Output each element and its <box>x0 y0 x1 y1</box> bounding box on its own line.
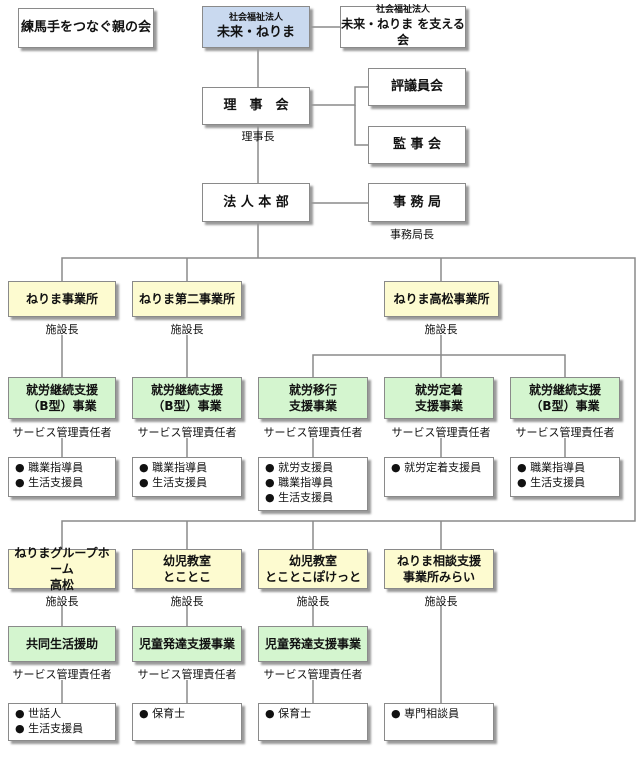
facility-role: 施設長 <box>170 595 204 608</box>
parent-group-box: 練馬手をつなぐ親の会 <box>18 8 154 48</box>
facility-line1: ねりま相談支援 <box>396 553 481 568</box>
staff-item: ● 保育士 <box>139 707 186 720</box>
service-box: 共同生活援助 <box>8 626 116 662</box>
facility-line2: 高松 <box>49 578 74 593</box>
staff-item: ● 生活支援員 <box>15 476 84 489</box>
service-line2: （B型）事業 <box>27 399 97 413</box>
secretariat-name: 事 務 局 <box>392 194 442 210</box>
facility-role: 施設長 <box>424 323 458 336</box>
service-line2: （B型）事業 <box>530 399 600 413</box>
service-box: 就労継続支援 （B型）事業 <box>8 377 116 419</box>
facility-nerima-second-box: ねりま第二事業所 <box>132 281 242 317</box>
staff-item: ● 保育士 <box>265 707 312 720</box>
facility-line1: 幼児教室 <box>162 553 211 568</box>
staff-item: ● 生活支援員 <box>265 491 334 504</box>
service-manager: サービス管理責任者 <box>263 668 363 681</box>
facility-role: 施設長 <box>170 323 204 336</box>
service-line1: 就労移行 <box>288 382 337 397</box>
service-manager: サービス管理責任者 <box>12 668 112 681</box>
staff-item: ● 職業指導員 <box>517 461 586 474</box>
facility-role: 施設長 <box>45 323 79 336</box>
service-manager: サービス管理責任者 <box>515 426 615 439</box>
support-group-box: 社会福祉法人 未来・ねりま を支える会 <box>340 5 466 48</box>
staff-item: ● 生活支援員 <box>139 476 208 489</box>
staff-item: ● 職業指導員 <box>15 461 84 474</box>
facility-name: ねりま高松事業所 <box>393 291 490 306</box>
staff-list: ● 専門相談員 <box>384 703 494 741</box>
support-group-kind: 社会福祉法人 <box>375 5 430 16</box>
staff-item: ● 職業指導員 <box>265 476 334 489</box>
staff-list: ● 保育士 <box>132 703 242 741</box>
staff-item: ● 就労支援員 <box>265 461 334 474</box>
staff-list: ● 保育士 <box>258 703 368 741</box>
service-manager: サービス管理責任者 <box>137 426 237 439</box>
board-name: 理 事 会 <box>223 98 289 114</box>
hq-name: 法 人 本 部 <box>223 194 289 210</box>
facility-line1: ねりまグループホーム <box>14 545 110 576</box>
secretariat-role: 事務局長 <box>390 228 434 241</box>
facility-consultation-box: ねりま相談支援 事業所みらい <box>384 549 494 589</box>
parent-group-name: 練馬手をつなぐ親の会 <box>20 20 151 36</box>
staff-list: ● 職業指導員 ● 生活支援員 <box>8 457 116 497</box>
service-box: 就労定着 支援事業 <box>384 377 494 419</box>
corporation-name: 未来・ねりま <box>216 24 295 40</box>
staff-item: ● 就労定着支援員 <box>391 461 482 474</box>
staff-list: ● 就労定着支援員 <box>384 457 494 497</box>
staff-list: ● 職業指導員 ● 生活支援員 <box>132 457 242 497</box>
service-manager: サービス管理責任者 <box>391 426 491 439</box>
councillors-name: 評議員会 <box>390 79 443 95</box>
support-group-name: 未来・ねりま を支える会 <box>341 17 465 48</box>
service-line1: 就労定着 <box>414 382 463 397</box>
facility-line2: 事業所みらい <box>402 570 475 584</box>
auditors-name: 監 事 会 <box>392 137 442 153</box>
service-manager: サービス管理責任者 <box>137 668 237 681</box>
board-role: 理事長 <box>241 130 275 143</box>
staff-list: ● 職業指導員 ● 生活支援員 <box>510 457 620 497</box>
facility-role: 施設長 <box>296 595 330 608</box>
facility-nerima-box: ねりま事業所 <box>8 281 116 317</box>
facility-line2: とことこ <box>162 570 211 584</box>
facility-line1: 幼児教室 <box>288 553 337 568</box>
service-box: 児童発達支援事業 <box>258 626 368 662</box>
service-name: 児童発達支援事業 <box>138 636 235 651</box>
board-box: 理 事 会 <box>202 87 310 125</box>
staff-item: ● 職業指導員 <box>139 461 208 474</box>
facility-tokotoko-pocket-box: 幼児教室 とことこぽけっと <box>258 549 368 589</box>
service-manager: サービス管理責任者 <box>12 426 112 439</box>
facility-nerima-takamatsu-box: ねりま高松事業所 <box>384 281 499 317</box>
auditors-box: 監 事 会 <box>368 126 466 164</box>
staff-item: ● 専門相談員 <box>391 707 460 720</box>
facility-name: ねりま第二事業所 <box>138 291 235 306</box>
facility-role: 施設長 <box>424 595 458 608</box>
service-manager: サービス管理責任者 <box>263 426 363 439</box>
service-line1: 就労継続支援 <box>25 382 98 397</box>
staff-item: ● 生活支援員 <box>15 722 84 735</box>
service-box: 就労移行 支援事業 <box>258 377 368 419</box>
service-line2: 支援事業 <box>288 399 337 413</box>
facility-group-home-box: ねりまグループホーム 高松 <box>8 546 116 592</box>
secretariat-box: 事 務 局 <box>368 183 466 222</box>
service-line1: 就労継続支援 <box>150 382 223 397</box>
facility-line2: とことこぽけっと <box>264 570 361 584</box>
corporation-box: 社会福祉法人 未来・ねりま <box>202 6 310 48</box>
service-line1: 就労継続支援 <box>528 382 601 397</box>
staff-list: ● 世話人 ● 生活支援員 <box>8 703 116 741</box>
staff-list: ● 就労支援員 ● 職業指導員 ● 生活支援員 <box>258 457 368 511</box>
councillors-box: 評議員会 <box>368 68 466 106</box>
facility-name: ねりま事業所 <box>25 291 98 306</box>
facility-role: 施設長 <box>45 595 79 608</box>
service-line2: 支援事業 <box>414 399 463 413</box>
facility-tokotoko-box: 幼児教室 とことこ <box>132 549 242 589</box>
corporation-kind: 社会福祉法人 <box>228 12 283 23</box>
service-name: 共同生活援助 <box>25 636 98 651</box>
service-box: 就労継続支援 （B型）事業 <box>132 377 242 419</box>
staff-item: ● 世話人 <box>15 707 62 720</box>
service-box: 就労継続支援 （B型）事業 <box>510 377 620 419</box>
service-name: 児童発達支援事業 <box>264 636 361 651</box>
staff-item: ● 生活支援員 <box>517 476 586 489</box>
hq-box: 法 人 本 部 <box>202 183 310 222</box>
service-box: 児童発達支援事業 <box>132 626 242 662</box>
service-line2: （B型）事業 <box>152 399 222 413</box>
